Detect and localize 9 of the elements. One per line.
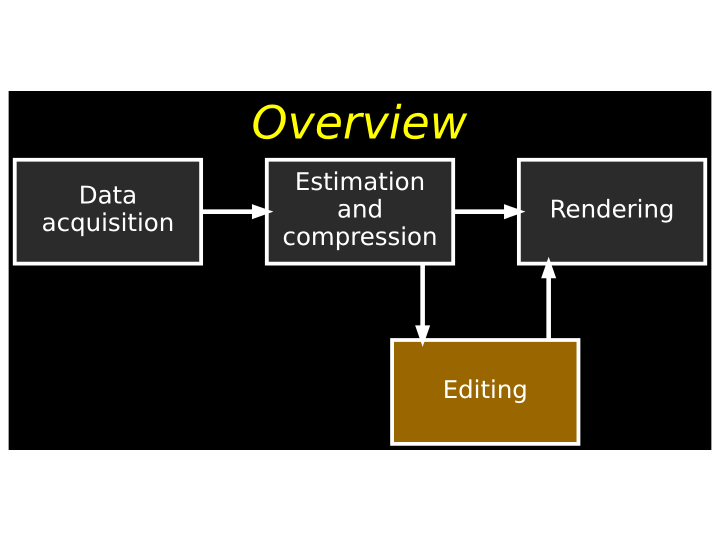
node-box: Estimation and compression [264,157,456,266]
diagram-title: Overview [252,94,468,149]
arrow [202,204,274,219]
node-box: Rendering [516,157,708,266]
node-box: Editing [390,338,580,446]
node-box: Data acquisition [12,157,204,266]
arrow [541,256,556,340]
arrow [415,263,430,346]
arrow [454,204,526,219]
